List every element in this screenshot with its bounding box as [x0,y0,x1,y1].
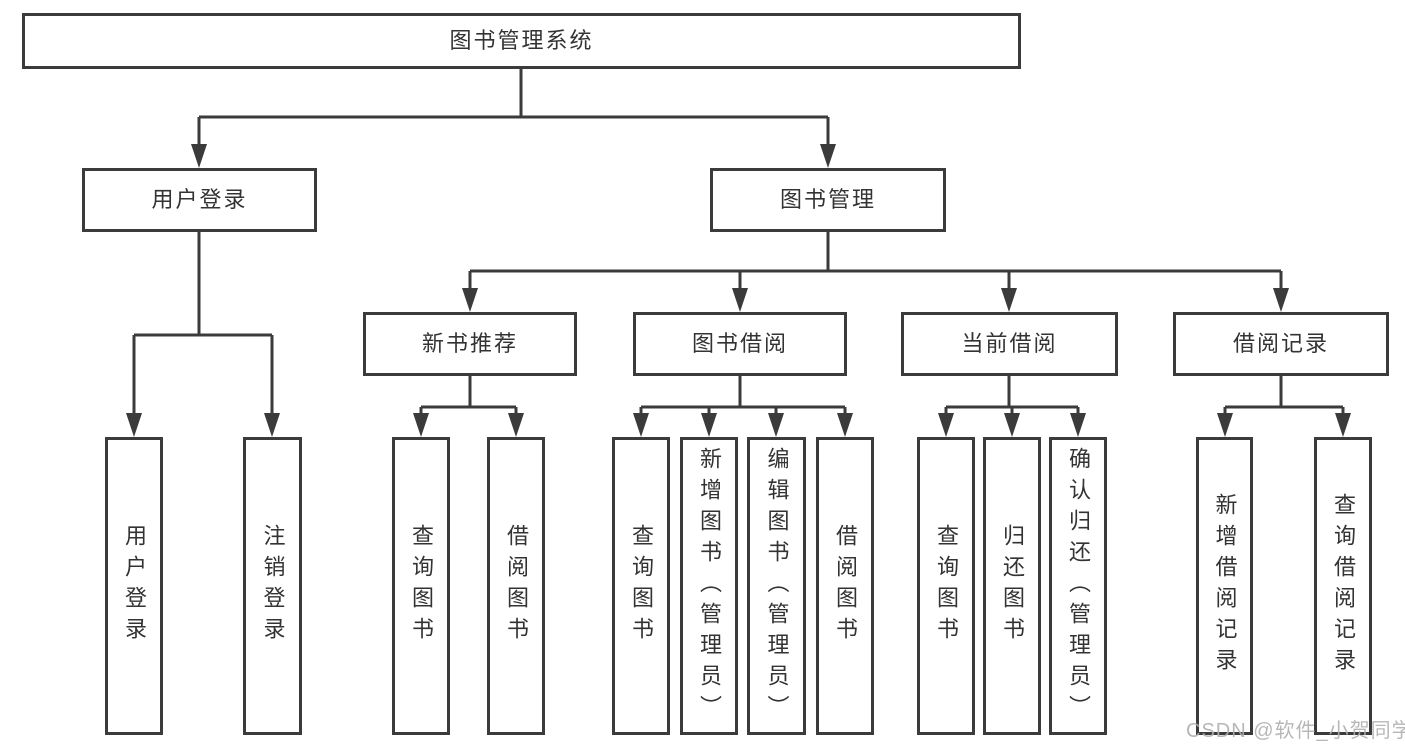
leaf-add-book-admin: 新增图书（管理员） [680,437,738,735]
leaf-borrow-books-recommend: 借阅图书 [487,437,545,735]
leaf-add-book-admin-label: 新增图书（管理员） [697,446,722,726]
node-user-login: 用户登录 [82,168,317,232]
leaf-user-login: 用户登录 [105,437,163,735]
node-borrow-records: 借阅记录 [1173,312,1389,376]
node-root-system: 图书管理系统 [22,13,1021,69]
node-new-book-recommend-label: 新书推荐 [421,331,518,356]
leaf-logout-label: 注销登录 [260,524,286,648]
leaf-borrow-books-recommend-label: 借阅图书 [504,524,529,648]
leaf-query-books-current: 查询图书 [917,437,975,735]
leaf-logout: 注销登录 [243,437,302,735]
node-book-management: 图书管理 [710,168,946,232]
leaf-return-books: 归还图书 [983,437,1041,735]
leaf-query-books-current-label: 查询图书 [934,524,959,648]
node-user-login-label: 用户登录 [151,187,248,212]
leaf-edit-book-admin: 编辑图书（管理员） [747,437,806,735]
leaf-query-books-borrow: 查询图书 [612,437,670,735]
node-current-borrow: 当前借阅 [901,312,1118,376]
leaf-add-borrow-record: 新增借阅记录 [1196,437,1253,735]
node-new-book-recommend: 新书推荐 [363,312,577,376]
arrowhead-icons [126,144,1351,437]
leaf-query-borrow-record: 查询借阅记录 [1314,437,1372,735]
node-book-management-label: 图书管理 [779,187,876,212]
node-current-borrow-label: 当前借阅 [961,331,1058,356]
node-book-borrow-label: 图书借阅 [691,331,788,356]
node-root-system-label: 图书管理系统 [449,28,594,53]
csdn-watermark: CSDN @软件_小贺同学 [1186,720,1405,742]
leaf-return-books-label: 归还图书 [1000,524,1025,648]
leaf-user-login-label: 用户登录 [122,524,147,648]
node-book-borrow: 图书借阅 [633,312,847,376]
leaf-confirm-return-admin-label: 确认归还（管理员） [1066,446,1091,726]
node-borrow-records-label: 借阅记录 [1232,331,1329,356]
leaf-borrow-books-label: 借阅图书 [833,524,858,648]
leaf-confirm-return-admin: 确认归还（管理员） [1049,437,1107,735]
leaf-query-borrow-record-label: 查询借阅记录 [1331,493,1356,679]
leaf-query-books-borrow-label: 查询图书 [629,524,654,648]
leaf-edit-book-admin-label: 编辑图书（管理员） [764,446,790,726]
leaf-borrow-books: 借阅图书 [816,437,874,735]
leaf-query-books-recommend: 查询图书 [392,437,450,735]
leaf-add-borrow-record-label: 新增借阅记录 [1212,493,1238,679]
leaf-query-books-recommend-label: 查询图书 [409,524,434,648]
